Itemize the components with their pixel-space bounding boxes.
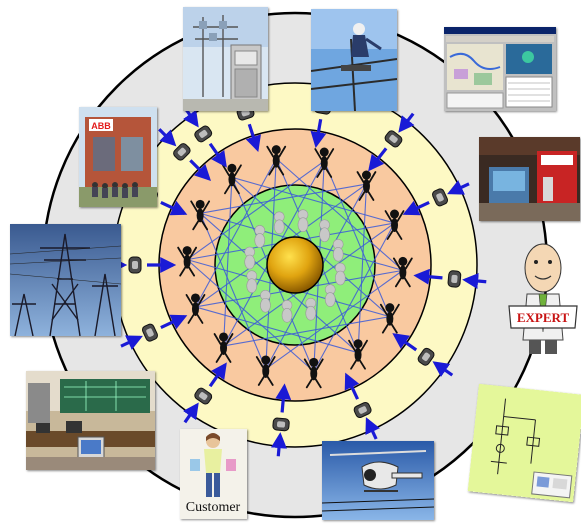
knowledge-core [266, 236, 324, 294]
connector-devices [128, 100, 462, 432]
expert-cartoon: EXPERT [505, 240, 581, 358]
person-figure [185, 293, 206, 324]
inflow-arrow [368, 147, 388, 172]
inflow-arrow [160, 200, 188, 216]
inflow-arrow [120, 335, 143, 350]
inflow-arrow [189, 159, 211, 181]
connector-device [432, 188, 449, 207]
connector-device [417, 347, 435, 366]
network-line [195, 306, 359, 354]
photo-software-screen [444, 27, 556, 111]
inflow-arrow [275, 383, 292, 413]
inflow-arrow [413, 268, 443, 285]
network-line [223, 316, 390, 347]
inner-figure [254, 225, 266, 248]
inflow-arrow [447, 180, 470, 195]
photo-circuit-sheet [467, 383, 581, 503]
inflow-arrow [365, 417, 380, 440]
network-line [323, 160, 391, 317]
connector-device [173, 143, 191, 161]
network-line [186, 160, 325, 261]
connector-device [384, 130, 403, 148]
customer-caption: Customer [186, 500, 241, 515]
inner-figure [260, 289, 271, 313]
inflow-arrow [310, 118, 327, 149]
inflow-arrow [183, 402, 199, 424]
person-figure [384, 209, 405, 240]
person-figure [303, 357, 324, 389]
inner-figure [319, 219, 330, 243]
network-line [194, 158, 277, 308]
inner-figure [324, 284, 336, 307]
inner-figures [244, 209, 346, 323]
person-figure [266, 145, 287, 176]
person-figure [356, 170, 377, 201]
connector-device [194, 387, 213, 405]
person-figure [379, 303, 400, 334]
inner-figure [332, 238, 344, 262]
inner-figure [335, 262, 346, 286]
inflow-arrow [402, 200, 430, 216]
photo-abb-building: ABB [79, 107, 157, 207]
connector-device [194, 125, 213, 143]
connector-device [128, 256, 142, 274]
person-figure [222, 163, 242, 195]
network-line [186, 259, 315, 372]
inner-figure [246, 270, 258, 294]
inflow-arrow [392, 333, 418, 352]
inflow-arrow [208, 142, 227, 168]
person-figure [392, 256, 413, 288]
photo-control-room [26, 371, 155, 470]
person-figure [314, 147, 335, 178]
expert-banner-text: EXPERT [517, 310, 570, 325]
person-figure [190, 199, 211, 231]
network-line [231, 176, 395, 224]
connector-device [272, 417, 290, 432]
network-line [275, 158, 404, 271]
person-figure [177, 246, 198, 277]
person-figure [348, 339, 368, 370]
inflow-arrow [158, 128, 177, 147]
network-line [265, 269, 404, 370]
photo-transmission-towers [10, 224, 121, 336]
connector-device [353, 402, 372, 419]
inner-figure [244, 246, 255, 270]
abb-sign-text: ABB [91, 121, 111, 131]
inner-figure [273, 211, 285, 235]
connector-device [447, 270, 462, 288]
inflow-arrow [208, 362, 227, 388]
inflow-arrow [344, 372, 360, 400]
inflow-arrow [160, 314, 188, 330]
photo-customer: Customer [180, 429, 247, 519]
inflow-arrow [398, 112, 415, 133]
network-line [357, 183, 368, 353]
peach-ring-people [177, 145, 413, 389]
inflow-arrow [245, 123, 261, 153]
network-line [200, 183, 367, 214]
person-figure [213, 332, 234, 363]
inner-figure [281, 300, 293, 323]
network-line [313, 222, 396, 372]
connector-device [141, 323, 158, 342]
photo-substation [183, 7, 268, 111]
photo-tradeshow-booth [479, 137, 580, 221]
photo-helicopter [322, 441, 434, 520]
inflow-arrow [271, 432, 287, 457]
inner-figure [305, 297, 317, 321]
person-figure [255, 355, 276, 386]
network-line [199, 213, 267, 370]
inflow-arrow [462, 273, 487, 289]
inner-figure [297, 209, 309, 232]
network-line [222, 177, 233, 347]
inflow-arrow [432, 361, 454, 377]
photo-lineman [311, 9, 397, 111]
